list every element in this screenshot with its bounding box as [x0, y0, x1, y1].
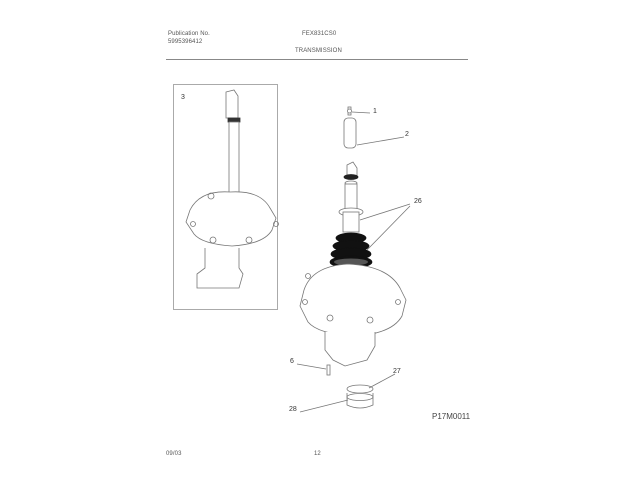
section-title: TRANSMISSION [295, 48, 342, 54]
publication-label: Publication No. [168, 31, 210, 37]
footer-date: 09/03 [166, 451, 182, 457]
header-rule [166, 59, 468, 60]
model-number: FEX831CS0 [302, 31, 337, 37]
callout-26: 26 [414, 198, 422, 205]
callout-1: 1 [373, 108, 377, 115]
callout-27: 27 [393, 368, 401, 375]
inset-label: 3 [181, 94, 185, 101]
callout-28: 28 [289, 406, 297, 413]
publication-number: 5995396412 [168, 39, 203, 45]
footer-page: 12 [314, 451, 321, 457]
callout-6: 6 [290, 358, 294, 365]
figure-code: P17M0011 [432, 412, 471, 421]
callout-2: 2 [405, 131, 409, 138]
inset-panel [173, 84, 278, 310]
